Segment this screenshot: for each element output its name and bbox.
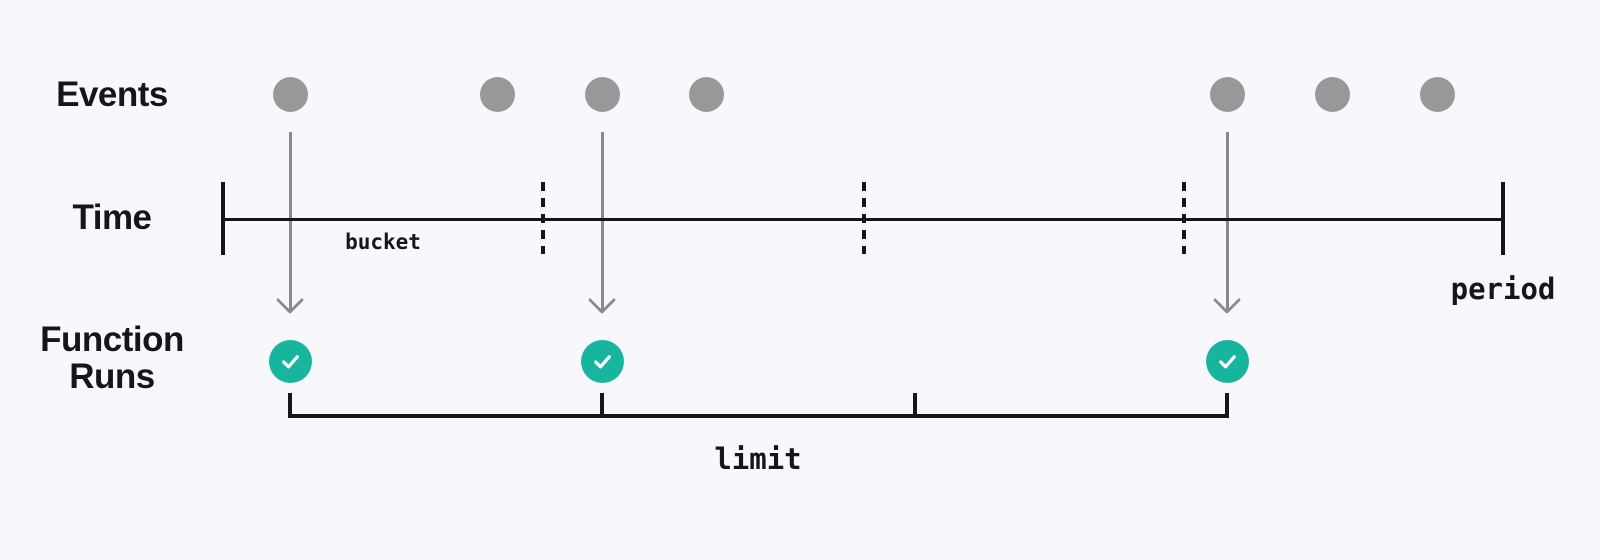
event-to-run-arrow (1212, 132, 1242, 318)
limit-bracket-bar (288, 414, 1229, 418)
timeline-end-tick (1501, 182, 1505, 255)
checkmark-icon (1218, 354, 1236, 368)
arrow-line (288, 132, 292, 310)
arrow-down-icon (275, 285, 305, 315)
event-dot (1314, 76, 1350, 112)
checkmark-icon (593, 354, 611, 368)
event-dot (688, 76, 724, 112)
function-runs-label-line2: Runs (69, 357, 155, 396)
event-to-run-arrow (275, 132, 305, 318)
function-run-success (580, 339, 624, 383)
arrow-down-icon (1212, 285, 1242, 315)
bucket-divider-dashed (1182, 182, 1186, 254)
limit-bracket-tick (1225, 393, 1229, 417)
function-runs-label-line1: Function (40, 320, 184, 359)
event-dot (584, 76, 620, 112)
function-run-success (268, 339, 312, 383)
event-dot (1209, 76, 1245, 112)
limit-label: limit (714, 442, 802, 476)
event-dot (479, 76, 515, 112)
arrow-line (600, 132, 604, 310)
event-dot (272, 76, 308, 112)
limit-bracket-tick (288, 393, 292, 417)
bucket-label: bucket (345, 230, 421, 254)
time-row-label: Time (72, 198, 152, 237)
arrow-down-icon (587, 285, 617, 315)
bucket-divider-dashed (541, 182, 545, 254)
limit-bracket-tick (913, 393, 917, 417)
function-run-success (1205, 339, 1249, 383)
timeline-start-tick (221, 182, 225, 255)
period-label: period (1450, 272, 1556, 306)
function-runs-row-label: Function Runs (0, 321, 224, 395)
checkmark-icon (281, 354, 299, 368)
arrow-line (1225, 132, 1229, 310)
event-to-run-arrow (587, 132, 617, 318)
bucket-divider-dashed (862, 182, 866, 254)
limit-bracket-tick (600, 393, 604, 417)
events-row-label: Events (56, 75, 168, 114)
event-dot (1419, 76, 1455, 112)
